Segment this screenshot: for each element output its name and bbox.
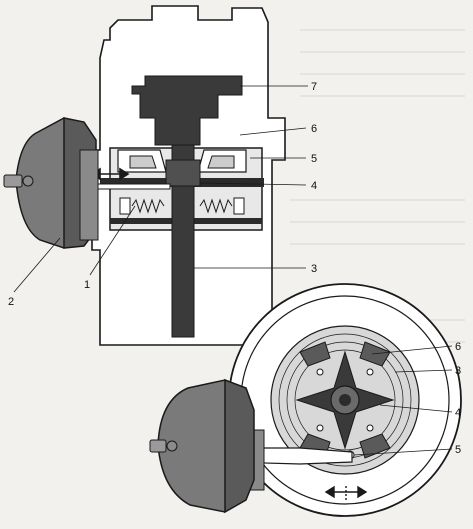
shaft-cam <box>165 159 201 187</box>
label-3: 3 <box>311 263 317 275</box>
advance-spring-right <box>199 197 245 215</box>
top-leader-lines <box>13 85 308 293</box>
distributor-shaft <box>171 144 195 338</box>
label-bottom-6: 6 <box>455 341 461 353</box>
label-6: 6 <box>311 123 317 135</box>
label-7: 7 <box>311 81 317 93</box>
label-bottom-3: 3 <box>455 365 461 377</box>
bottom-plan-view: 6 3 4 5 <box>149 283 462 517</box>
label-1: 1 <box>84 279 90 291</box>
bottom-leader-lines <box>353 345 453 456</box>
label-2: 2 <box>8 296 14 308</box>
label-4: 4 <box>311 180 317 192</box>
vacuum-unit-bottom <box>149 378 255 514</box>
rotation-arrow-icon <box>324 485 368 500</box>
cam-weight-right <box>197 149 247 173</box>
advance-spring-left <box>119 197 165 215</box>
rotor-arm <box>131 75 243 146</box>
label-5: 5 <box>311 153 317 165</box>
label-bottom-5: 5 <box>455 444 461 456</box>
label-bottom-4: 4 <box>455 407 461 419</box>
cam-weight-left <box>117 149 167 173</box>
top-cross-section: 7 6 5 4 3 1 2 <box>3 5 317 346</box>
vacuum-advance-unit <box>3 117 99 249</box>
